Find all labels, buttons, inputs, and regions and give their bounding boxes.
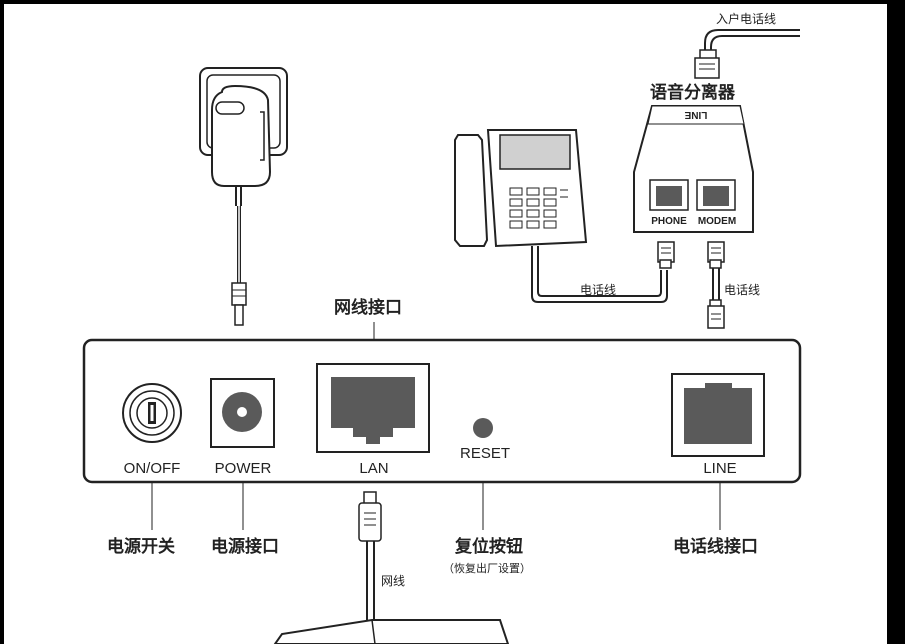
phone-line-jack-caption: 电话线接口 [673, 536, 758, 557]
onoff-label: ON/OFF [124, 460, 181, 477]
computer-icon [273, 619, 510, 644]
reset-note: （恢复出厂设置） [443, 561, 531, 575]
lan-label: LAN [359, 460, 388, 477]
splitter-icon [633, 105, 754, 233]
network-cable [358, 491, 382, 630]
power-label: POWER [215, 460, 272, 477]
power-jack-icon [210, 378, 275, 448]
lan-port-title: 网线接口 [334, 297, 402, 318]
reset-button-icon [473, 418, 493, 438]
line-port-icon [671, 373, 765, 457]
telephone-icon [454, 129, 588, 248]
network-cable-label: 网线 [381, 574, 405, 588]
splitter-title: 语音分离器 [650, 82, 736, 103]
phone-cable-right-label: 电话线 [724, 283, 760, 297]
phone-cable-right [707, 241, 725, 329]
power-jack-caption: 电源接口 [211, 536, 279, 557]
reset-button-caption: 复位按钮 [454, 536, 523, 557]
reset-label: RESET [460, 445, 510, 462]
splitter-modem-port-label: MODEM [698, 216, 736, 227]
phone-cable-left [531, 241, 675, 303]
wall-socket-adapter-icon [199, 67, 288, 326]
phone-cable-left-label: 电话线 [580, 283, 616, 297]
incoming-line-cable [694, 29, 800, 79]
power-switch-caption: 电源开关 [107, 536, 175, 557]
splitter-line-port-label: LINE [684, 109, 707, 120]
line-label: LINE [703, 460, 736, 477]
incoming-line-label: 入户电话线 [716, 11, 776, 26]
splitter-phone-port-label: PHONE [651, 216, 687, 227]
power-switch-icon [122, 383, 182, 443]
lan-port-icon [316, 363, 430, 453]
